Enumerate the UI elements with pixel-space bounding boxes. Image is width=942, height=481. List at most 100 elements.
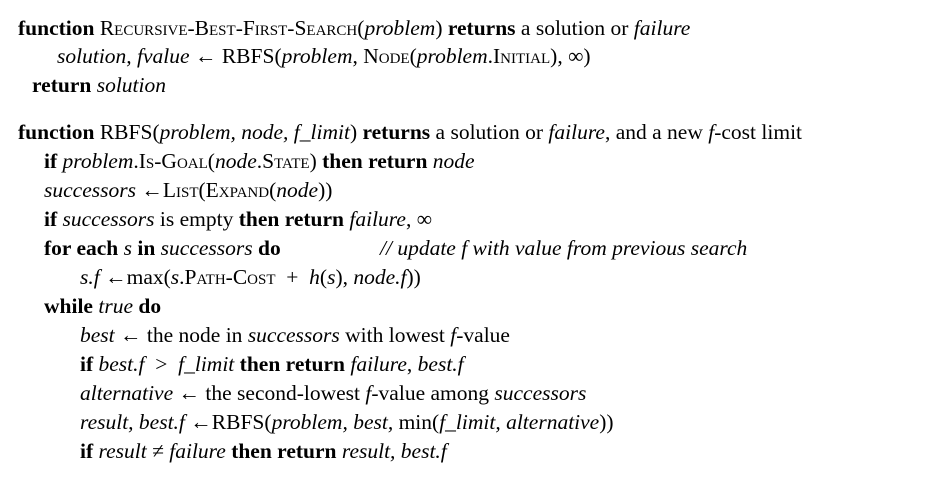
paren-close: ) xyxy=(349,120,358,144)
s-f-update-line: s.f ←max(s.Path-Cost + h(s), node.f)) xyxy=(80,265,421,289)
var-node-f: node.f xyxy=(353,265,407,289)
min-fn: min( xyxy=(398,410,440,434)
keyword-function: function xyxy=(18,16,95,40)
keyword-then-return: then return xyxy=(231,439,337,463)
text-with-lowest: with lowest xyxy=(345,323,445,347)
while-line: while true do xyxy=(44,294,162,318)
paren-close: ) xyxy=(309,149,317,173)
is-goal-fn: Is-Goal xyxy=(138,149,208,173)
close-parens: )) xyxy=(318,178,333,202)
keyword-returns: returns xyxy=(362,120,431,144)
var-s-f: s.f xyxy=(80,265,100,289)
close-parens: )) xyxy=(599,410,614,434)
list-fn: List xyxy=(162,178,199,202)
keyword-if: if xyxy=(44,149,58,173)
var-successors: successors xyxy=(494,381,587,405)
node-fn: Node xyxy=(363,44,410,68)
assign-arrow: ← xyxy=(190,410,212,434)
keyword-do: do xyxy=(138,294,162,318)
f-symbol: f xyxy=(450,323,457,347)
keyword-then-return: then return xyxy=(322,149,428,173)
recursive-call-line: result, best.f ←RBFS(problem, best, min(… xyxy=(80,410,614,434)
var-successors: successors xyxy=(247,323,340,347)
keyword-then-return: then return xyxy=(239,352,345,376)
paren-open: ( xyxy=(409,44,417,68)
assign-arrow: ← xyxy=(141,178,163,202)
expand-fn: Expand xyxy=(205,178,270,202)
failure-word: failure xyxy=(633,16,691,40)
function-name: Recursive-Best-First-Search xyxy=(99,16,358,40)
greater-than: > xyxy=(155,352,168,376)
close-paren-comma: ), xyxy=(550,44,563,68)
cond-true: true xyxy=(98,294,133,318)
var-successors: successors xyxy=(160,236,253,260)
min-args: f_limit, alternative xyxy=(439,410,600,434)
close-parens: )) xyxy=(406,265,421,289)
args: problem, best, xyxy=(271,410,394,434)
paren-close: ) xyxy=(583,44,591,68)
paren-open: ( xyxy=(269,178,277,202)
state-field: State xyxy=(262,149,310,173)
rbfs-call-line: solution, fvalue ← RBFS(problem, Node(pr… xyxy=(57,44,591,68)
keyword-while: while xyxy=(44,294,93,318)
var-best-f: best.f xyxy=(98,352,145,376)
failure-word: failure xyxy=(169,439,226,463)
var-s: s xyxy=(123,236,132,260)
failure-word: failure xyxy=(548,120,605,144)
infinity-symbol: ∞ xyxy=(416,207,433,231)
keyword-if: if xyxy=(80,439,94,463)
dot: . xyxy=(179,265,185,289)
keyword-function: function xyxy=(18,120,95,144)
arg-problem: problem xyxy=(416,44,488,68)
return-desc-2: , and a new xyxy=(604,120,703,144)
empty-check-line: if successors is empty then return failu… xyxy=(44,207,433,231)
comma: , xyxy=(405,207,412,231)
paren-open: ( xyxy=(198,178,206,202)
return-node: node xyxy=(432,149,475,173)
var-result: result xyxy=(98,439,147,463)
return-desc: a solution or xyxy=(435,120,544,144)
return-value: solution xyxy=(96,73,166,97)
comment-update-f: // update f with value from previous sea… xyxy=(380,236,748,260)
dot: . xyxy=(487,44,494,68)
var-node: node xyxy=(276,178,319,202)
keyword-if: if xyxy=(80,352,94,376)
var-alternative: alternative xyxy=(80,381,174,405)
assign-arrow: ← xyxy=(194,44,217,68)
return-result: result, best.f xyxy=(341,439,447,463)
dot: . xyxy=(133,149,139,173)
close-paren-comma: ), xyxy=(335,265,348,289)
max-fn: max( xyxy=(126,265,171,289)
comma: , xyxy=(406,352,413,376)
paren-open: ( xyxy=(319,265,328,289)
params: problem, node, f_limit xyxy=(159,120,350,144)
return-desc: a solution or xyxy=(520,16,629,40)
param-problem: problem xyxy=(364,16,436,40)
keyword-in: in xyxy=(137,236,156,260)
failure-word: failure xyxy=(349,207,406,231)
function-name: RBFS xyxy=(99,120,153,144)
keyword-do: do xyxy=(258,236,281,260)
for-each-line: for each s in successors do xyxy=(44,236,281,260)
var-s: s xyxy=(170,265,180,289)
goal-test-line: if problem.Is-Goal(node.State) then retu… xyxy=(44,149,475,173)
rbfs-call: RBFS xyxy=(221,44,275,68)
failure-word: failure xyxy=(350,352,407,376)
comma: , xyxy=(352,44,358,68)
paren-open: ( xyxy=(207,149,215,173)
paren-open: ( xyxy=(152,120,160,144)
text-value-among: -value among xyxy=(371,381,490,405)
var-s: s xyxy=(327,265,336,289)
text-the-node-in: the node in xyxy=(146,323,243,347)
var-problem: problem xyxy=(62,149,134,173)
infinity-symbol: ∞ xyxy=(568,44,584,68)
text-second-lowest: the second-lowest xyxy=(205,381,361,405)
rbfs-call: RBFS xyxy=(211,410,265,434)
f-symbol: f xyxy=(365,381,372,405)
path-cost-field: Path-Cost xyxy=(184,265,276,289)
var-f-limit: f_limit xyxy=(178,352,235,376)
keyword-if: if xyxy=(44,207,58,231)
var-successors: successors xyxy=(62,207,155,231)
assign-arrow: ← xyxy=(120,323,142,347)
text-value: -value xyxy=(456,323,510,347)
